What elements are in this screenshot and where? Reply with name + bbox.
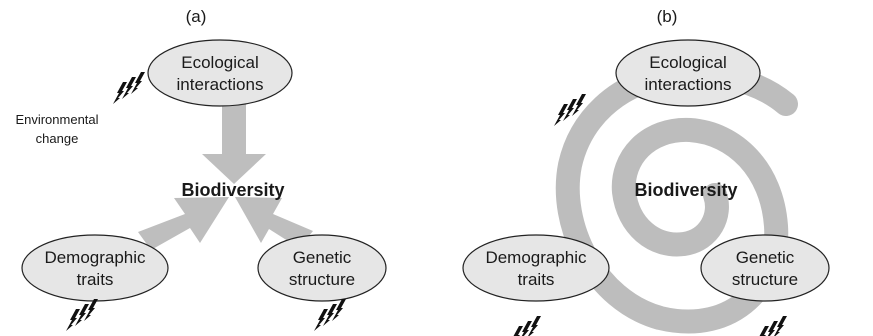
panel-b: (b) Ecological interactions Demographic … xyxy=(462,7,830,336)
node-label-line: traits xyxy=(77,270,114,289)
lightning-bolt-icon xyxy=(755,316,787,336)
arrow-demographic-to-biodiversity xyxy=(138,197,229,250)
arrows xyxy=(138,103,313,250)
annotation-line: change xyxy=(36,131,79,146)
node-genetic-structure: Genetic structure xyxy=(700,234,830,302)
node-label-line: structure xyxy=(289,270,355,289)
annotation-line: Environmental xyxy=(15,112,98,127)
node-label-line: Genetic xyxy=(293,248,352,267)
panel-a: (a) Ecological interactions Demographic … xyxy=(15,7,387,331)
node-label-line: interactions xyxy=(645,75,732,94)
node-label-line: Genetic xyxy=(736,248,795,267)
node-label-line: Demographic xyxy=(485,248,587,267)
lightning-bolt-icon xyxy=(509,316,541,336)
node-genetic-structure: Genetic structure xyxy=(257,234,387,302)
node-label-line: structure xyxy=(732,270,798,289)
node-label-line: Demographic xyxy=(44,248,146,267)
lightning-bolt-icon xyxy=(66,299,98,331)
arrow-genetic-to-biodiversity xyxy=(235,197,313,248)
node-ecological-interactions: Ecological interactions xyxy=(615,39,761,107)
node-label-line: interactions xyxy=(177,75,264,94)
arrow-ecological-to-biodiversity xyxy=(202,103,266,184)
panel-b-label: (b) xyxy=(657,7,678,26)
node-label-line: traits xyxy=(518,270,555,289)
center-label-biodiversity: Biodiversity xyxy=(181,180,284,200)
lightning-bolt-icon xyxy=(113,72,145,104)
panel-a-label: (a) xyxy=(186,7,207,26)
center-label-biodiversity: Biodiversity xyxy=(634,180,737,200)
annotation-environmental-change: Environmental change xyxy=(15,112,98,146)
node-label-line: Ecological xyxy=(181,53,259,72)
node-label-line: Ecological xyxy=(649,53,727,72)
node-ecological-interactions: Ecological interactions xyxy=(147,39,293,107)
lightning-bolt-icon xyxy=(314,299,346,331)
node-demographic-traits: Demographic traits xyxy=(462,234,610,302)
node-demographic-traits: Demographic traits xyxy=(21,234,169,302)
